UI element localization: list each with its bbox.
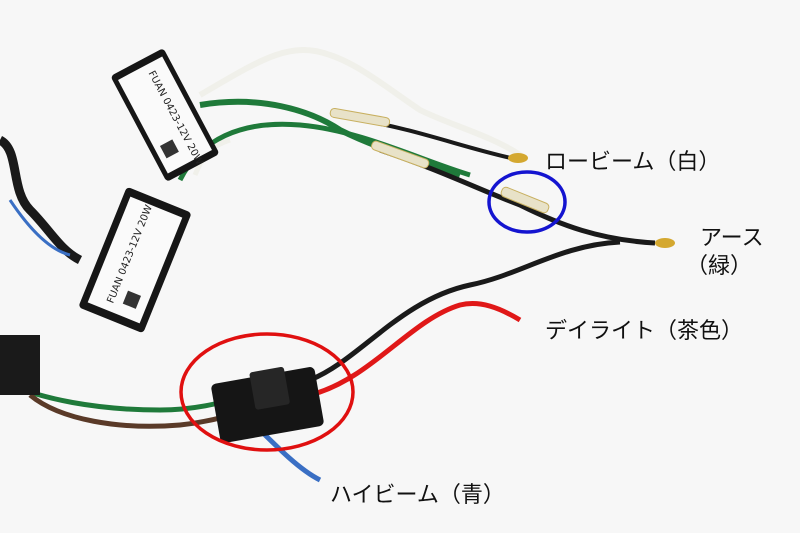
white-wire (198, 46, 522, 158)
label-ground-color: （緑） (686, 254, 753, 279)
bullet-terminal (655, 238, 675, 248)
coupler-latch (249, 367, 290, 410)
label-ground: アース (700, 226, 764, 251)
red-wire (309, 300, 522, 398)
terminal (371, 140, 430, 169)
terminal (500, 186, 550, 214)
module-1: FUAN 0423-12V 20W (111, 49, 219, 181)
blue-wire (8, 199, 71, 257)
label-low-beam: ロービーム（白） (545, 150, 721, 175)
blue-highlight-circle (487, 170, 567, 234)
green-wire-2 (177, 121, 471, 182)
label-daylight: デイライト（茶色） (545, 319, 744, 344)
label-high-beam: ハイビーム（青） (330, 483, 505, 508)
module-3-edge (0, 335, 40, 395)
ground-wire (379, 147, 656, 246)
red-highlight-circle (179, 332, 355, 452)
terminal (329, 107, 391, 127)
module-2: FUAN 0423-12V 20W (79, 187, 191, 333)
black-cable (0, 135, 83, 265)
bullet-terminal (508, 153, 528, 163)
black-wire-2 (309, 239, 621, 383)
